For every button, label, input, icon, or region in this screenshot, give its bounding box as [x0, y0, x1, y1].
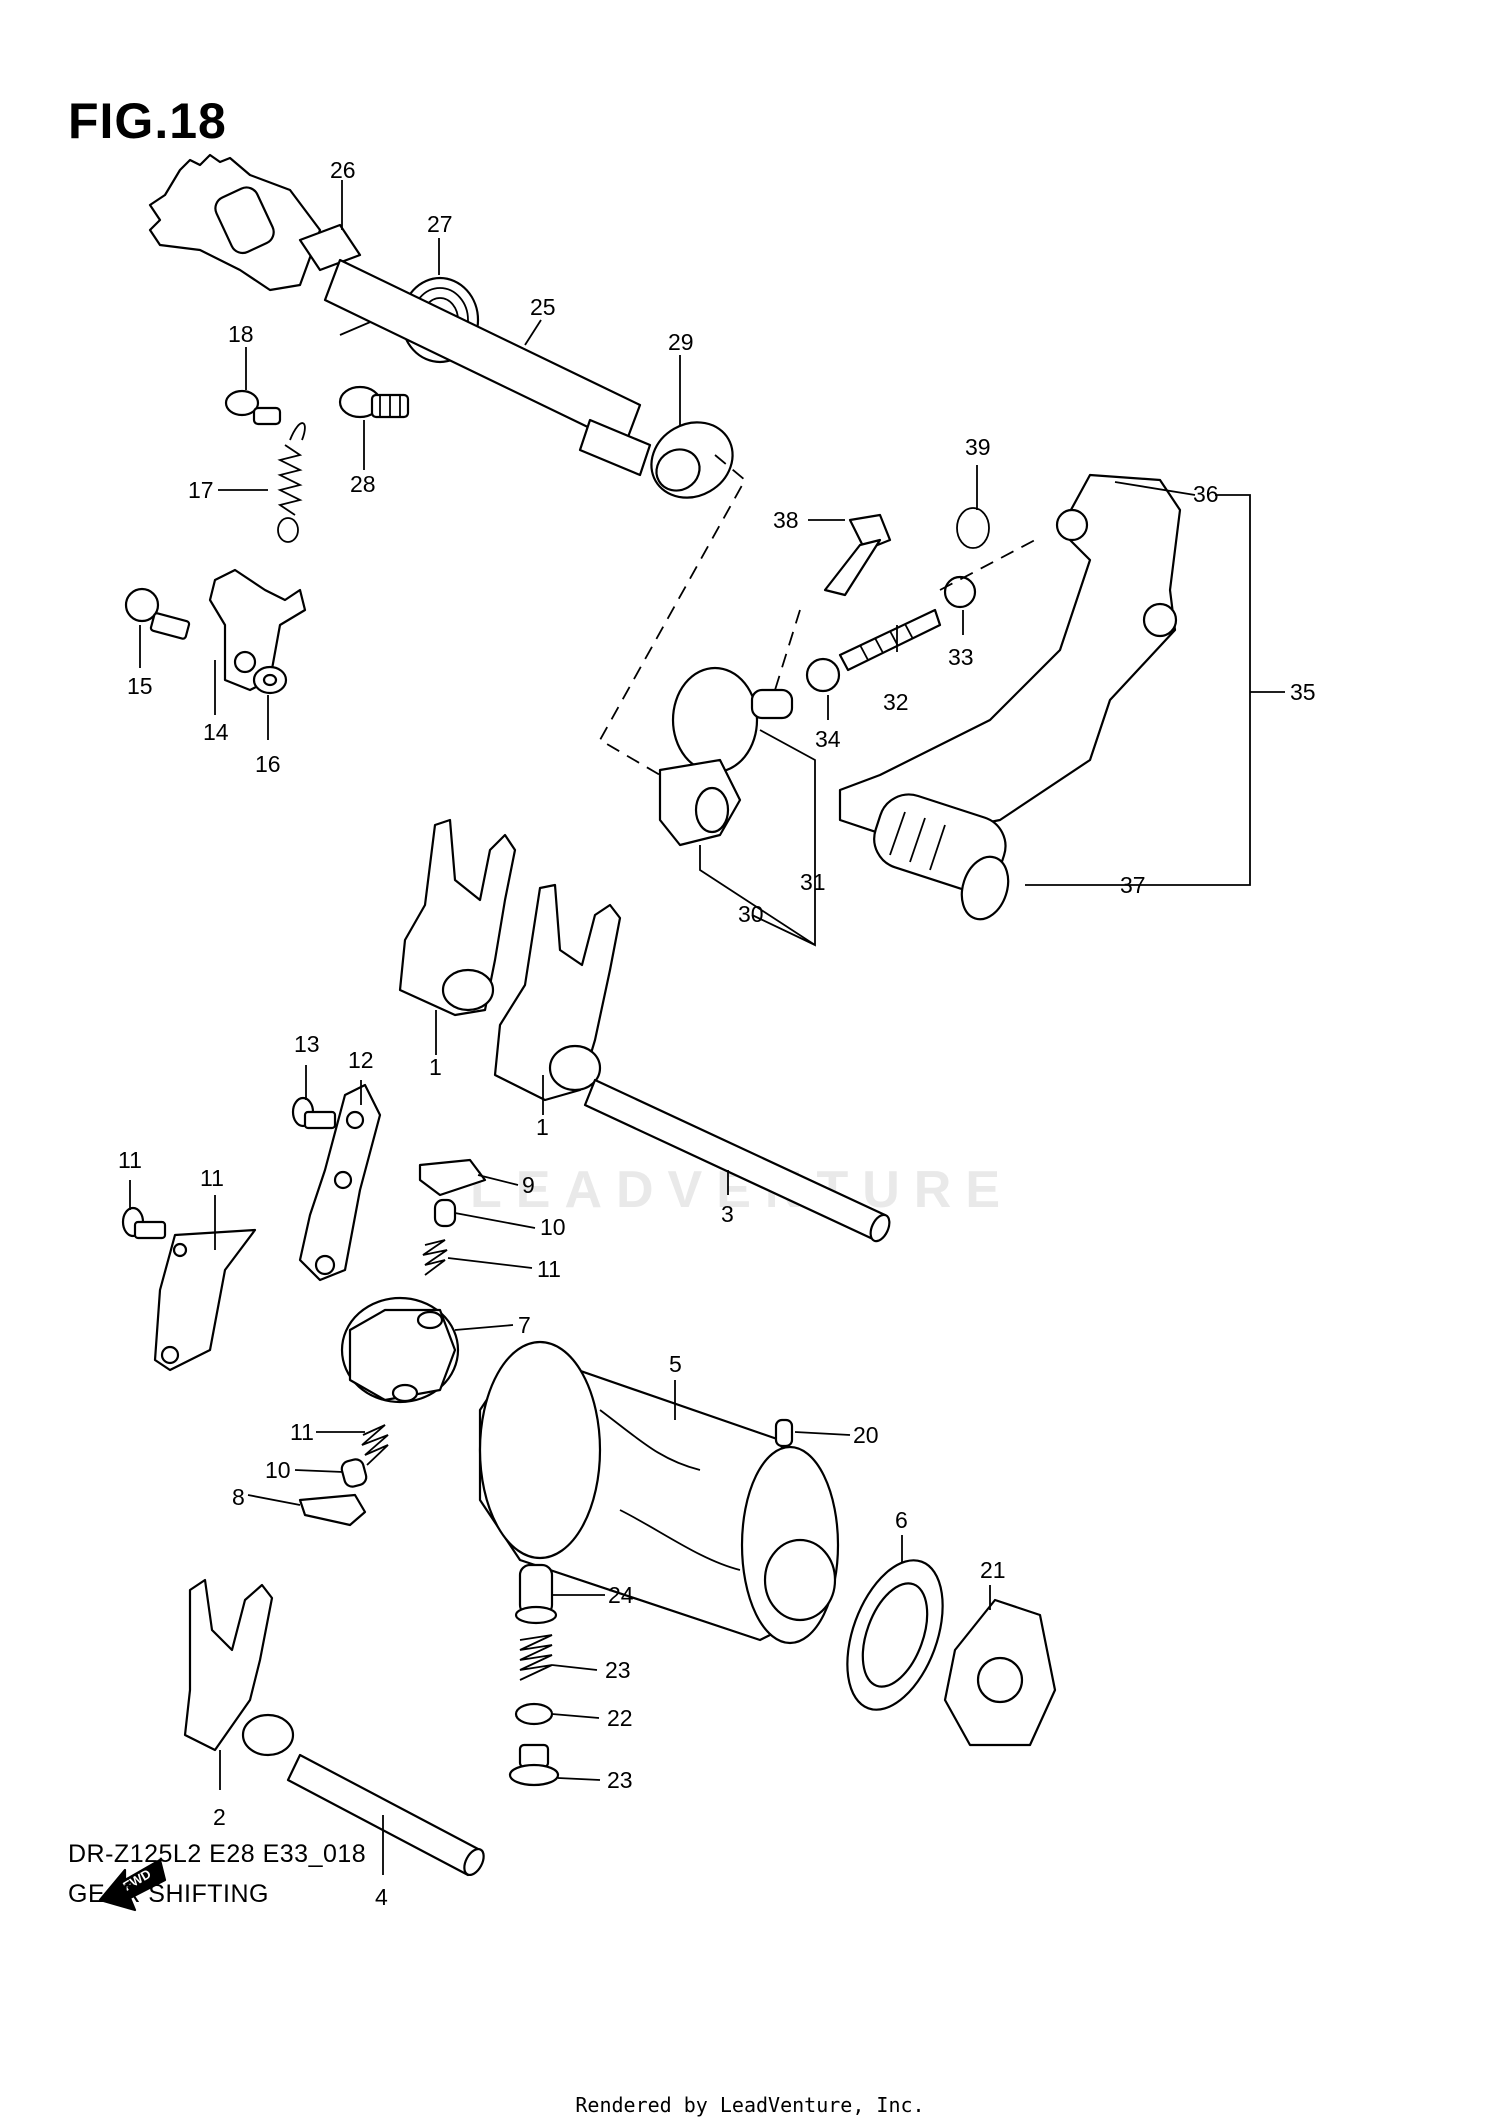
callout-26: 24 — [608, 1582, 634, 1608]
fwd-arrow-icon: FWD — [98, 1858, 167, 1912]
callout-4: 4 — [375, 1884, 388, 1910]
callout-2: 2 — [213, 1804, 226, 1830]
callout-22: 20 — [853, 1422, 879, 1448]
part-23-plug-bolt[interactable] — [508, 1743, 560, 1787]
part-13-screw[interactable] — [121, 1206, 167, 1240]
part-22-pin[interactable] — [774, 1418, 794, 1448]
part-1-shift-fork-b[interactable] — [493, 883, 622, 1102]
callout-30: 28 — [350, 471, 376, 497]
diagram-name: GEAR SHIFTING — [68, 1880, 269, 1908]
part-3-fork-shaft[interactable] — [583, 1078, 893, 1244]
callout-14: 12 — [348, 1047, 374, 1073]
part-20-bolt[interactable] — [224, 389, 282, 426]
leader-lines — [129, 180, 1285, 1875]
part-39-footrest-rubber[interactable] — [866, 787, 1015, 926]
part-40-bolt[interactable] — [823, 513, 892, 597]
part-1-shift-fork-a[interactable] — [398, 818, 517, 1017]
part-25-spring[interactable] — [519, 1634, 553, 1681]
part-16-stopper-plate[interactable] — [208, 568, 307, 692]
part-34-bolt[interactable] — [838, 608, 942, 672]
callout-19: 17 — [188, 477, 214, 503]
callout-10b: 10 — [265, 1457, 291, 1483]
part-8-pawl-lower[interactable] — [298, 1493, 367, 1527]
callout-27: 25 — [530, 294, 556, 320]
callout-33: 31 — [800, 869, 826, 895]
part-32-link-rod[interactable] — [658, 758, 742, 847]
part-12-guide-plate[interactable] — [153, 1228, 257, 1372]
callout-23: 23 — [607, 1767, 633, 1793]
figure-title: FIG.18 — [68, 93, 227, 149]
callout-37: 35 — [1290, 679, 1316, 705]
part-4-fork-shaft[interactable] — [286, 1753, 488, 1878]
callout-35: 33 — [948, 644, 974, 670]
part-41-circlip[interactable] — [956, 507, 990, 549]
callout-41: 39 — [965, 434, 991, 460]
part-30-bolt[interactable] — [338, 385, 410, 419]
part-18-washer[interactable] — [252, 665, 288, 695]
callout-10a: 10 — [540, 1214, 566, 1240]
part-14-pawl-lifter[interactable] — [298, 1083, 382, 1282]
part-5-shift-drum[interactable] — [478, 1340, 840, 1645]
part-31-oil-seal[interactable] — [638, 408, 747, 512]
callout-38: 36 — [1193, 481, 1219, 507]
callout-5: 5 — [669, 1351, 682, 1377]
part-36-nut[interactable] — [805, 657, 841, 693]
part-21-cam-stopper-plate[interactable] — [943, 1598, 1057, 1747]
callout-labels: 26 27 25 29 18 28 17 15 14 16 38 39 36 3… — [118, 157, 1316, 1910]
callout-21: 21 — [980, 1557, 1006, 1583]
callout-16: 14 — [203, 719, 229, 745]
callout-18: 16 — [255, 751, 281, 777]
callout-11a: 11 — [537, 1256, 561, 1282]
rendered-by-credit: Rendered by LeadVenture, Inc. — [575, 2093, 925, 2117]
callout-36: 34 — [815, 726, 841, 752]
callout-31: 29 — [668, 329, 694, 355]
callout-3: 3 — [721, 1201, 734, 1227]
part-11-spring-upper[interactable] — [422, 1239, 448, 1276]
part-35-nut[interactable] — [943, 575, 977, 609]
callout-11b: 11 — [290, 1419, 314, 1445]
part-2-shift-fork[interactable] — [183, 1578, 295, 1757]
part-19-tension-spring[interactable] — [277, 422, 306, 543]
callout-40: 38 — [773, 507, 799, 533]
callout-28: 26 — [330, 157, 356, 183]
part-10-pin-lower[interactable] — [340, 1458, 368, 1489]
callout-25: 23 — [605, 1657, 631, 1683]
part-10-pin-upper[interactable] — [433, 1198, 457, 1228]
part-11-spring-lower[interactable] — [361, 1424, 389, 1466]
callout-6: 6 — [895, 1507, 908, 1533]
part-37-gearshift-pedal[interactable] — [838, 473, 1182, 842]
callout-29: 27 — [427, 211, 453, 237]
part-17-bolt[interactable] — [124, 587, 191, 640]
part-15-screw[interactable] — [291, 1096, 337, 1130]
part-33-ball-joint[interactable] — [671, 666, 794, 774]
callout-1b: 1 — [536, 1114, 549, 1140]
part-6-washer[interactable] — [829, 1547, 961, 1722]
part-9-pawl[interactable] — [418, 1158, 487, 1197]
model-code: DR-Z125L2 E28 E33_018 — [68, 1840, 367, 1868]
part-7-gearshift-cam[interactable] — [340, 1296, 460, 1404]
callout-15: 13 — [294, 1031, 320, 1057]
callout-24: 22 — [607, 1705, 633, 1731]
callout-12: 11 — [200, 1165, 224, 1191]
part-24-gasket[interactable] — [514, 1702, 554, 1726]
part-28-shift-shaft-arm[interactable] — [148, 153, 362, 292]
callout-1a: 1 — [429, 1054, 442, 1080]
part-27-shift-shaft[interactable] — [323, 258, 652, 477]
callout-9: 9 — [522, 1172, 535, 1198]
callout-20: 18 — [228, 321, 254, 347]
part-26-plunger[interactable] — [514, 1563, 558, 1625]
callout-39: 37 — [1120, 872, 1146, 898]
callout-13: 11 — [118, 1147, 142, 1173]
callout-7: 7 — [518, 1312, 531, 1338]
callout-8: 8 — [232, 1484, 245, 1510]
callout-17: 15 — [127, 673, 153, 699]
callout-32: 30 — [738, 901, 764, 927]
callout-34: 32 — [883, 689, 909, 715]
